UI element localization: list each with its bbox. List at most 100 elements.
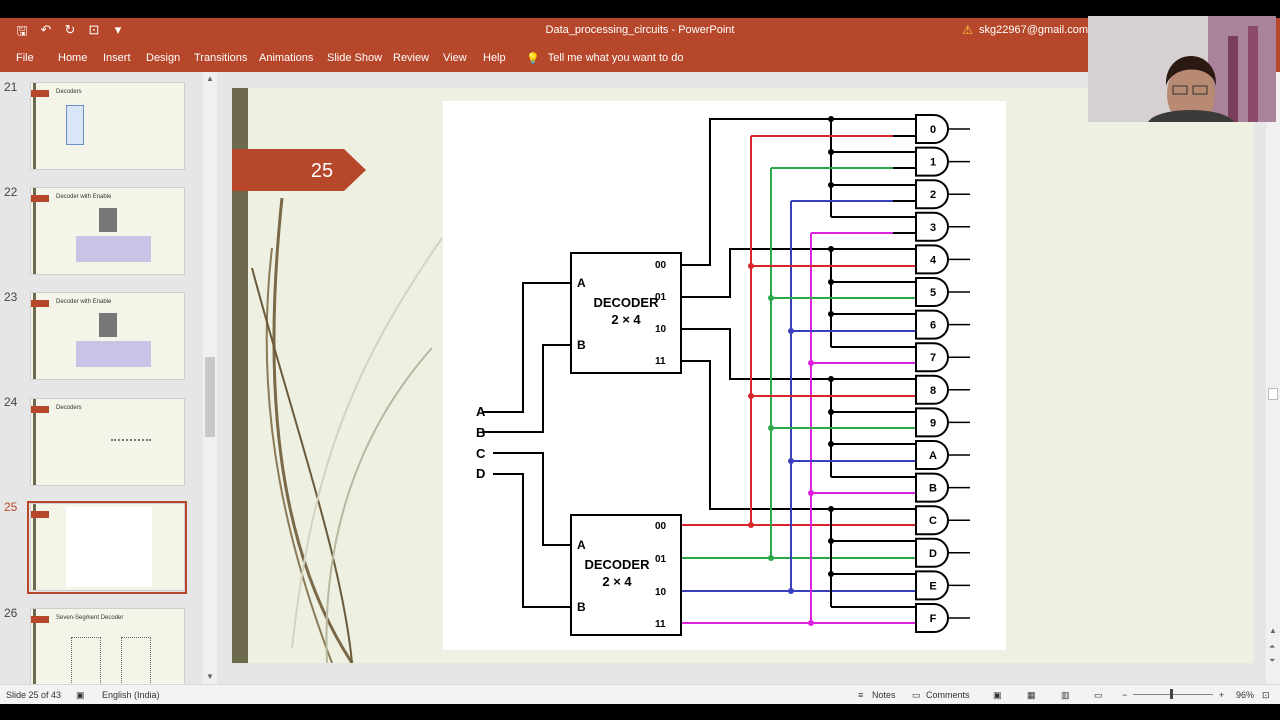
input-a-label: A xyxy=(476,404,486,419)
input-b-label: B xyxy=(476,425,485,440)
and-gate: 8 xyxy=(915,374,970,405)
decoder-top-out-10: 10 xyxy=(655,324,667,335)
comments-icon: ▭ xyxy=(912,690,921,700)
zoom-level[interactable]: 96% xyxy=(1236,690,1255,700)
tab-view[interactable]: View xyxy=(443,52,467,64)
account-area[interactable]: ⚠ skg22967@gmail.com xyxy=(962,23,1088,37)
tab-transitions[interactable]: Transitions xyxy=(194,52,248,64)
zoom-in-icon[interactable]: + xyxy=(1219,690,1225,700)
reading-view-icon[interactable]: ▥ xyxy=(1061,690,1070,700)
and-gate: F xyxy=(915,603,970,633)
gate-label: F xyxy=(930,613,937,625)
tell-me-box[interactable]: 💡 Tell me what you want to do xyxy=(526,52,683,65)
gate-label: B xyxy=(929,483,937,495)
scroll-down-icon[interactable]: ▼ xyxy=(206,672,214,681)
scroll-up-icon[interactable]: ▲ xyxy=(206,74,214,83)
webcam-person-image xyxy=(1088,16,1276,122)
decoder-top-label: DECODER xyxy=(593,295,659,310)
and-gate: 2 xyxy=(915,179,970,210)
scroll-thumb[interactable] xyxy=(205,357,215,437)
decoder-top-size: 2 × 4 xyxy=(611,312,641,327)
zoom-out-icon[interactable]: − xyxy=(1122,690,1128,700)
zoom-slider-thumb[interactable] xyxy=(1170,689,1173,699)
thumb-title: Decoders xyxy=(56,89,82,95)
tab-animations[interactable]: Animations xyxy=(259,52,314,64)
tab-help[interactable]: Help xyxy=(483,52,506,64)
gate-label: 6 xyxy=(930,320,936,332)
gate-label: E xyxy=(929,580,936,592)
scroll-thumb[interactable] xyxy=(1268,388,1278,400)
decoder-top-out-00: 00 xyxy=(655,260,667,271)
zoom-slider-track[interactable] xyxy=(1133,694,1213,695)
slide-counter: Slide 25 of 43 xyxy=(6,690,62,700)
gate-label: 3 xyxy=(930,222,936,234)
scroll-down-icon[interactable]: ▲ xyxy=(1269,626,1277,635)
thumb-slide-25[interactable] xyxy=(30,503,185,591)
comments-button[interactable]: Comments xyxy=(926,690,970,700)
thumb-slide-24[interactable]: Decoders xyxy=(30,398,185,486)
language-indicator[interactable]: English (India) xyxy=(102,690,160,700)
decoder-bottom-pin-a: A xyxy=(577,538,586,552)
notes-button[interactable]: Notes xyxy=(872,690,896,700)
and-gate: 6 xyxy=(915,309,970,340)
and-gate: 0 xyxy=(915,114,970,144)
decoder-top-pin-b: B xyxy=(577,338,586,352)
slide-number: 25 xyxy=(310,160,334,182)
slide-sorter-icon[interactable]: ▦ xyxy=(1027,690,1036,700)
undo-icon[interactable]: ↶ xyxy=(40,22,52,37)
and-gate: E xyxy=(915,570,970,601)
tab-slide-show[interactable]: Slide Show xyxy=(327,52,383,64)
gate-label: D xyxy=(929,548,937,560)
and-gate: 4 xyxy=(915,244,970,275)
and-gate: 9 xyxy=(915,407,970,438)
customize-qat-icon[interactable]: ▾ xyxy=(114,22,122,37)
thumbnail-pane: 21 Decoders 22 Decoder with Enable 23 De… xyxy=(0,72,218,696)
and-gate: C xyxy=(915,505,970,536)
decoder-bottom-pin-b: B xyxy=(577,600,586,614)
account-email[interactable]: skg22967@gmail.com xyxy=(979,24,1088,36)
lightbulb-icon: 💡 xyxy=(526,53,540,65)
decoder-bottom-out-01: 01 xyxy=(655,554,667,565)
slide-scrollbar[interactable]: ▲ ▲ ⏶ ⏷ xyxy=(1266,72,1280,684)
decoder-bottom-label: DECODER xyxy=(584,557,650,572)
tab-file[interactable]: File xyxy=(16,52,34,64)
slide-number-badge xyxy=(232,149,366,191)
warning-icon: ⚠ xyxy=(962,23,973,37)
redo-icon[interactable]: ↻ xyxy=(64,22,76,37)
quick-access-toolbar: 🖫 ↶ ↻ ⊡ ▾ xyxy=(14,22,126,44)
gate-label: 2 xyxy=(930,189,936,201)
tab-review[interactable]: Review xyxy=(393,52,430,64)
thumb-number: 21 xyxy=(4,80,18,94)
tab-insert[interactable]: Insert xyxy=(103,52,131,64)
thumbnail-scrollbar[interactable]: ▲ ▼ xyxy=(203,72,217,684)
decoder-bottom-out-11: 11 xyxy=(655,619,666,630)
spellcheck-icon[interactable]: ▣ xyxy=(76,690,85,700)
slide-sidebar-stripe xyxy=(232,88,248,663)
and-gate: 5 xyxy=(915,277,970,307)
gate-label: 5 xyxy=(930,287,936,299)
thumb-slide-23[interactable]: Decoder with Enable xyxy=(30,292,185,380)
thumb-title: Decoders xyxy=(56,405,82,411)
present-icon[interactable]: ⊡ xyxy=(88,22,100,37)
decoder-top: DECODER 2 × 4 A B 00 01 10 11 xyxy=(570,252,682,374)
tab-home[interactable]: Home xyxy=(58,52,88,64)
thumb-slide-22[interactable]: Decoder with Enable xyxy=(30,187,185,275)
save-icon[interactable]: 🖫 xyxy=(16,23,28,38)
tab-design[interactable]: Design xyxy=(146,52,181,64)
gate-label: 4 xyxy=(930,254,937,266)
next-slide-icon[interactable]: ⏷ xyxy=(1269,656,1276,665)
decoder-bottom-size: 2 × 4 xyxy=(602,574,632,589)
slideshow-icon[interactable]: ▭ xyxy=(1094,690,1103,700)
status-bar: Slide 25 of 43 ▣ English (India) ≡ Notes… xyxy=(0,684,1280,704)
thumb-number: 22 xyxy=(4,185,18,199)
ribbon-tabs: File Home Insert Design Transitions Anim… xyxy=(0,44,1280,72)
normal-view-icon[interactable]: ▣ xyxy=(993,690,1002,700)
top-black-bar xyxy=(0,0,1280,18)
thumb-number: 24 xyxy=(4,395,18,409)
fit-slide-icon[interactable]: ⊡ xyxy=(1262,690,1270,700)
decoder-diagram: DECODER 2 × 4 A B 00 01 10 11 DECODER 2 … xyxy=(443,101,1006,650)
thumb-number: 26 xyxy=(4,606,18,620)
thumb-slide-26[interactable]: Seven-Segment Decoder xyxy=(30,608,185,696)
thumb-slide-21[interactable]: Decoders xyxy=(30,82,185,170)
previous-slide-icon[interactable]: ⏶ xyxy=(1269,642,1276,651)
